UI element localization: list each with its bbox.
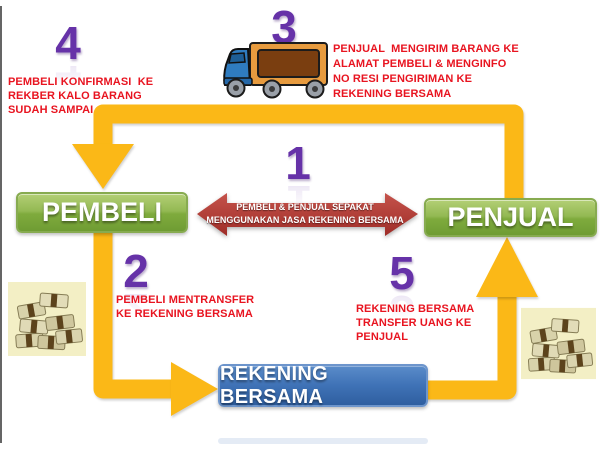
escrow-box-reflection (218, 438, 428, 444)
money-stack-icon (8, 282, 86, 356)
money-stack-icon (521, 307, 596, 380)
step-2-note: PEMBELI MENTRANSFER KE REKENING BERSAMA (116, 294, 255, 320)
escrow-box: REKENING BERSAMA (218, 362, 428, 408)
step-4-note: PEMBELI KONFIRMASI KE REKBER KALO BARANG… (8, 76, 154, 116)
step-4-number: 4 4 (55, 17, 81, 108)
step-5-note: REKENING BERSAMA TRANSFER UANG KE PENJUA… (356, 303, 475, 343)
escrow-to-seller-path (426, 294, 517, 400)
seller-box-label: PENJUAL (447, 202, 574, 232)
buyer-to-escrow-path (93, 224, 172, 399)
step-5-number: 5 5 (389, 247, 415, 338)
step-1-number: 1 1 (285, 137, 311, 228)
slide-edge-line (0, 6, 2, 443)
escrow-box-label: REKENING BERSAMA (220, 362, 328, 408)
delivery-truck-icon (223, 42, 328, 99)
top-flow-path (93, 104, 524, 202)
arrowhead-right-to-escrow-icon (171, 362, 218, 416)
step-2-number: 2 2 (123, 245, 149, 336)
seller-box: PENJUAL (424, 198, 597, 237)
yellow-flow-paths (93, 104, 524, 400)
step-1-arrow-label: PEMBELI & PENJUAL SEPAKAT MENGGUNAKAN JA… (206, 202, 404, 225)
agreement-double-arrow-icon (197, 193, 418, 236)
step-3-note: PENJUAL MENGIRIM BARANG KE ALAMAT PEMBEL… (333, 43, 519, 100)
arrowhead-up-to-seller-icon (476, 237, 538, 297)
buyer-box: PEMBELI (16, 192, 188, 233)
arrowhead-down-to-buyer-icon (72, 144, 134, 189)
buyer-box-label: PEMBELI (41, 197, 162, 227)
